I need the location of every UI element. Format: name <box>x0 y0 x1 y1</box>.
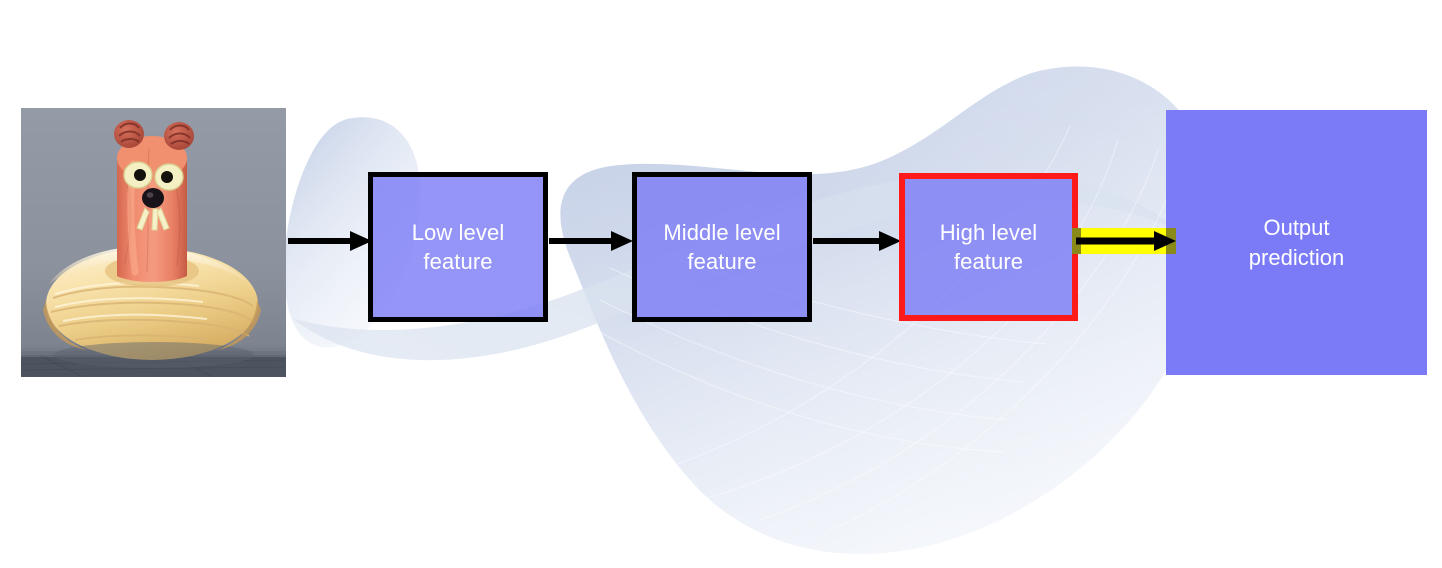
node-high-level-feature[interactable]: High level feature <box>899 173 1078 321</box>
arrow-low-to-middle <box>549 228 633 254</box>
node-output-prediction-label-line1: Output <box>1263 215 1330 241</box>
node-low-level-feature[interactable]: Low level feature <box>368 172 548 322</box>
node-low-level-feature-label: Low level feature <box>406 218 511 276</box>
arrow-high-to-output-highlight <box>1072 228 1176 254</box>
node-output-prediction-label: Output prediction <box>1249 213 1344 271</box>
node-middle-level-feature-label: Middle level feature <box>657 218 786 276</box>
arrow-middle-to-high <box>813 228 901 254</box>
node-middle-level-feature[interactable]: Middle level feature <box>632 172 812 322</box>
node-high-level-feature-label-line1: High level <box>939 219 1038 245</box>
node-output-prediction-label-line2: prediction <box>1248 244 1345 270</box>
node-low-level-feature-label-line2: feature <box>423 249 493 274</box>
node-middle-level-feature-label-line1: Middle level <box>663 219 781 245</box>
node-output-prediction[interactable]: Output prediction <box>1166 110 1427 375</box>
arrow-image-to-low-level <box>288 228 372 254</box>
node-middle-level-feature-label-line2: feature <box>687 249 757 274</box>
node-high-level-feature-label: High level feature <box>934 218 1044 276</box>
node-high-level-feature-label-line2: feature <box>953 249 1024 274</box>
node-low-level-feature-label-line1: Low level <box>411 219 505 245</box>
input-image <box>21 108 286 377</box>
